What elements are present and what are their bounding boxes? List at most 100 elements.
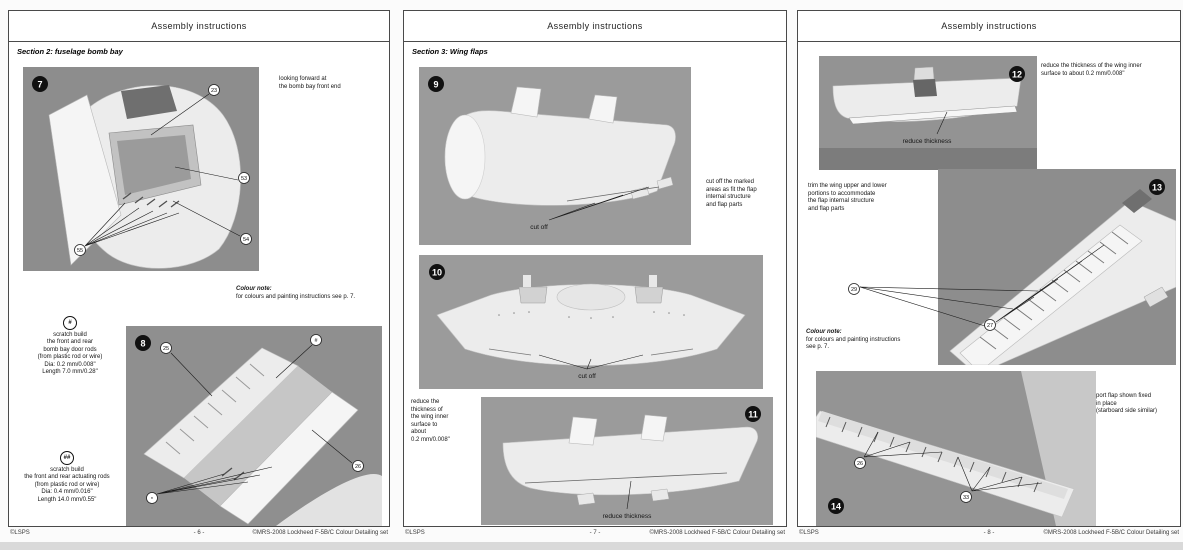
callout-lines: [548, 186, 650, 221]
cut-off-label: cut off: [530, 224, 548, 231]
page-number: - 6 -: [193, 530, 205, 536]
svg-text:12: 12: [1012, 70, 1022, 80]
instruction-page-3: Assembly instructions 12 reduce thicknes…: [797, 10, 1181, 527]
svg-text:#: #: [314, 338, 318, 344]
callout-circle: 25: [160, 342, 172, 354]
note-reduce-thickness: reduce the thickness of the wing inner s…: [411, 399, 450, 443]
wall-rib-details: [165, 363, 265, 455]
spar-stub: [568, 416, 598, 446]
svg-text:7: 7: [37, 80, 42, 90]
nacelle-notch: [634, 286, 664, 304]
callout-circle: 55: [74, 244, 86, 256]
figure-number-badge: 9: [428, 76, 444, 92]
cut-off-label: cut off: [578, 373, 596, 380]
footer-copyright: ©LSPS: [799, 530, 819, 536]
reduce-thickness-label: reduce thickness: [603, 513, 653, 520]
svg-text:53: 53: [241, 176, 247, 182]
figure-12-illustration: 12 reduce thickness: [819, 56, 1037, 170]
colour-note: Colour note: for colours and painting in…: [806, 329, 936, 352]
stub-tab: [913, 66, 935, 81]
page-title: Assembly instructions: [404, 11, 786, 42]
svg-text:10: 10: [432, 268, 442, 278]
flap-tab: [630, 186, 650, 200]
hatch-opening: [121, 85, 177, 119]
figure-9-photo: 9 cut off: [419, 67, 691, 245]
page-title: Assembly instructions: [798, 11, 1180, 42]
figure-14-photo: 14 26 33: [816, 371, 1096, 526]
footer-product-name: ©MRS-2008 Lockheed F-5B/C Colour Detaili…: [649, 530, 785, 536]
note-trim-wing: trim the wing upper and lower portions t…: [808, 183, 887, 212]
spar-stub: [640, 414, 668, 442]
stub-detail: [649, 275, 657, 287]
footer-product-name: ©MRS-2008 Lockheed F-5B/C Colour Detaili…: [1043, 530, 1179, 536]
figure-9-illustration: 9 cut off: [419, 67, 691, 245]
figure-13-photo: 13 29 27: [838, 169, 1176, 365]
figure-7-photo: 7 23 53 54 55: [23, 67, 259, 271]
flap-top-band: [818, 411, 1068, 499]
bay-door-part: [48, 94, 122, 266]
trailing-edge-marks: [488, 348, 694, 356]
flap-structure-band: [959, 224, 1143, 365]
instruction-page-1: Assembly instructions Section 2: fuselag…: [8, 10, 390, 527]
figure-number-badge: 14: [828, 498, 844, 514]
fuselage-edge: [276, 474, 382, 526]
svg-text:29: 29: [851, 287, 857, 293]
figure-10-photo: 10 cut off: [419, 255, 763, 389]
flap-rib-details: [979, 231, 1129, 350]
actuator-rod-details: [122, 192, 180, 208]
figure-number-badge: 13: [1149, 179, 1165, 195]
section-title-wing-flaps: Section 3: Wing flaps: [412, 47, 488, 56]
hash-symbol: #: [63, 316, 77, 330]
page-footer: ©LSPS - 8 - ©MRS-2008 Lockheed F-5B/C Co…: [797, 530, 1181, 540]
rod-note-text: scratch build the front and rear bomb ba…: [37, 332, 103, 376]
flap-tab: [650, 488, 670, 502]
svg-text:8: 8: [140, 339, 145, 349]
wing-span-part: [436, 284, 746, 366]
figure-11-illustration: 11 reduce thickness: [481, 397, 773, 525]
svg-text:26: 26: [355, 464, 361, 470]
page-title: Assembly instructions: [9, 11, 389, 42]
lower-edge-band: [848, 105, 1018, 125]
callout-lines: [538, 354, 644, 370]
spar-stub: [510, 86, 542, 118]
callout-circle: 33: [960, 491, 972, 503]
callout-circle: #: [310, 334, 322, 346]
svg-text:13: 13: [1152, 183, 1162, 193]
svg-text:54: 54: [243, 237, 249, 243]
figure-11-photo: 11 reduce thickness: [481, 397, 773, 525]
dark-hatch: [1122, 189, 1152, 213]
note-reduce-thickness: reduce the thickness of the wing inner s…: [1041, 63, 1142, 77]
page-number: - 8 -: [983, 530, 995, 536]
callout-line: [936, 111, 948, 135]
callout-lines: [859, 244, 1105, 328]
note-port-flap: port flap shown fixed in place (starboar…: [1096, 393, 1158, 415]
thickness-line: [524, 472, 728, 484]
footer-product-name: ©MRS-2008 Lockheed F-5B/C Colour Detaili…: [252, 530, 388, 536]
svg-text:11: 11: [748, 410, 758, 420]
rod-note-door-rods: # scratch build the front and rear bomb …: [14, 316, 126, 376]
figure-number-badge: 10: [429, 264, 445, 280]
nacelle-notch: [518, 286, 548, 304]
stub-detail: [523, 275, 531, 287]
photo-shadow: [819, 148, 1037, 170]
colour-note-title: Colour note:: [806, 329, 842, 335]
svg-text:33: 33: [963, 495, 969, 501]
colour-note-body: for colours and painting instructions se…: [236, 293, 356, 300]
dark-notch: [913, 79, 937, 97]
colour-note-title: Colour note:: [236, 286, 272, 292]
callout-line: [626, 480, 632, 510]
svg-text:14: 14: [831, 502, 841, 512]
instruction-page-2: Assembly instructions Section 3: Wing fl…: [403, 10, 787, 527]
svg-text:25: 25: [163, 346, 169, 352]
figure-10-illustration: 10 cut off: [419, 255, 763, 389]
figure-13-illustration: 13 29 27: [848, 169, 1176, 365]
rod-note-actuating-rods: ## scratch build the front and rear actu…: [11, 451, 123, 504]
callout-circle: 23: [208, 84, 220, 96]
double-hash-symbol: ##: [60, 451, 74, 465]
figure-8-photo: 8 25 # 26 *: [126, 326, 382, 526]
callout-circle: 26: [854, 457, 866, 469]
svg-text:*: *: [151, 497, 154, 503]
svg-text:9: 9: [433, 80, 438, 90]
figure-7-illustration: 7 23 53 54 55: [23, 67, 259, 271]
section-title-bomb-bay: Section 2: fuselage bomb bay: [17, 47, 123, 56]
